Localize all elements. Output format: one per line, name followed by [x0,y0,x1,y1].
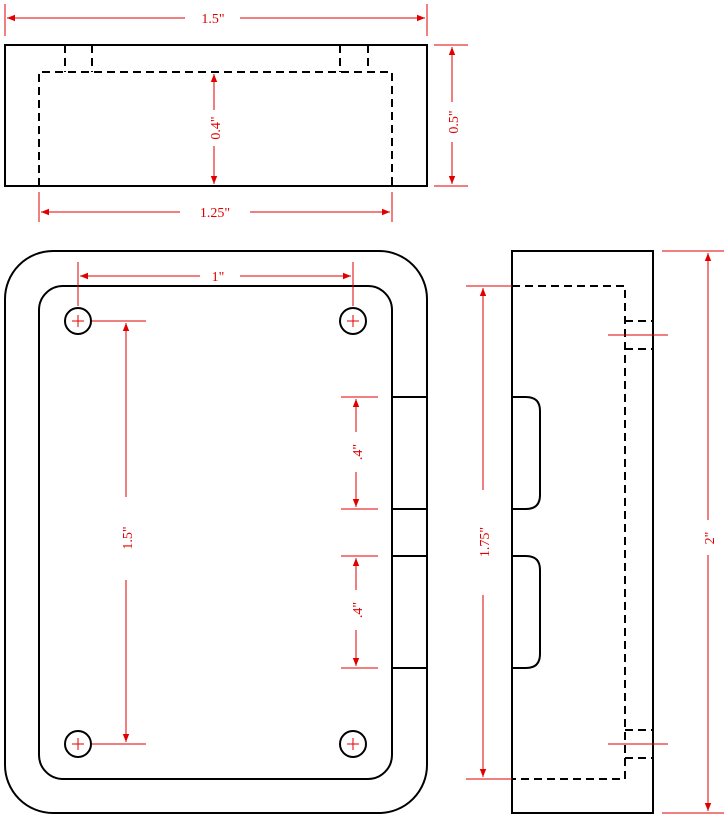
hole-top-left [64,307,92,335]
dim-overall-length: 1.5" [4,4,428,36]
top-view-notch-right [339,45,369,72]
dim-label-side-inner-length: 1.75" [478,527,493,557]
side-view-notch-upper [625,320,653,350]
dim-inner-length: 1.25" [38,192,393,222]
dim-hole-spacing-horizontal: 1" [77,262,354,306]
dim-side-overall-length: 2" [662,250,724,814]
dim-label-slot-upper: .4" [351,444,366,460]
side-view-tab-upper [512,396,541,510]
dim-slot-lower: .4" [341,555,378,669]
dim-label-pocket-depth: 0.4" [209,116,224,139]
hole-bottom-right [339,730,367,758]
dim-label-side-overall-length: 2" [703,532,718,545]
top-view-pocket-hidden [38,71,393,186]
side-view-outline [511,250,654,814]
front-view-tab-upper [392,396,427,510]
front-view-outer [4,250,428,814]
top-view-outline [4,44,428,187]
side-view-notch-lower [625,729,653,759]
front-view: 1" 1.5" .4" .4" [4,250,428,814]
hole-bottom-left [64,730,92,758]
dim-label-height: 0.5" [447,110,462,133]
side-view: 1.75" 2" [466,250,724,814]
hole-top-right [339,307,367,335]
dim-label-hole-spacing-horizontal: 1" [212,270,225,285]
front-view-tab-lower [392,555,427,669]
dim-label-slot-lower: .4" [351,602,366,618]
dim-side-inner-length: 1.75" [466,285,512,780]
dim-label-hole-spacing-vertical: 1.5" [121,526,136,549]
dim-pocket-depth: 0.4" [209,74,224,184]
dim-label-overall-length: 1.5" [201,12,224,27]
side-view-tab-lower [512,555,541,669]
front-view-inner [38,285,393,780]
dim-slot-upper: .4" [341,396,378,510]
top-view-notch-left [64,45,93,72]
top-view: 1.5" 1.25" 0.5" 0.4" [4,4,468,222]
dim-hole-spacing-vertical: 1.5" [92,320,146,745]
dim-label-inner-length: 1.25" [200,206,230,221]
side-view-pocket-hidden [512,285,626,780]
dim-height: 0.5" [434,44,468,187]
